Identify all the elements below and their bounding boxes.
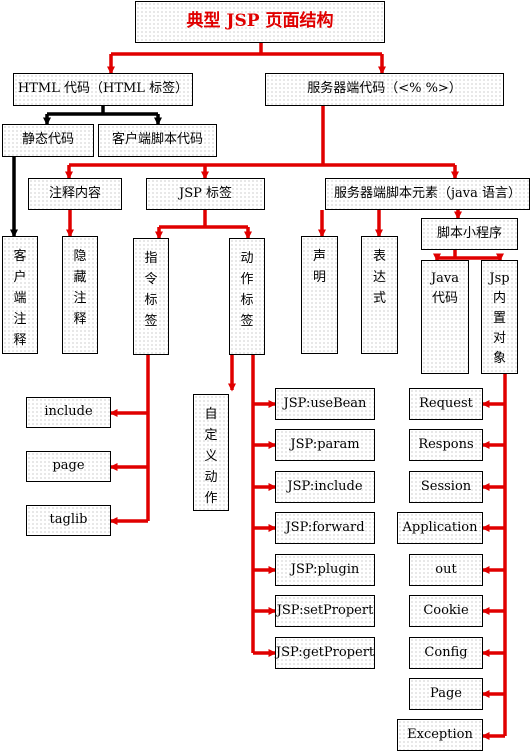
custom-action-char: 定 <box>204 428 218 443</box>
object-response: Respons <box>409 429 483 461</box>
jsp-builtin-line: 置 <box>492 311 506 326</box>
custom-action-node: 自定义动作 <box>193 394 229 511</box>
action-tag-char: 动 <box>240 251 254 266</box>
client-comment-char: 注 <box>13 312 27 327</box>
hidden-comment-node: 隐藏注释 <box>62 236 98 354</box>
expression-node: 表达式 <box>361 236 398 354</box>
action-setproperty: JSP:setPropert <box>275 595 375 627</box>
action-include: JSP:include <box>275 471 375 503</box>
client-comment-char: 客 <box>13 249 27 264</box>
object-page: Page <box>409 678 483 710</box>
object-out: out <box>409 554 483 586</box>
java-code-line: Java <box>430 271 460 286</box>
jsp-builtin-line: 内 <box>492 291 506 306</box>
custom-action-char: 自 <box>204 407 218 422</box>
directive-tag-char: 签 <box>144 314 158 329</box>
custom-action-char: 义 <box>204 449 218 464</box>
jsp-builtin-objects-node: Jsp 内置对象 <box>481 260 518 374</box>
action-forward: JSP:forward <box>275 512 375 544</box>
expression-char: 达 <box>372 270 386 285</box>
object-application: Application <box>397 512 483 544</box>
directive-tag-char: 指 <box>144 251 158 266</box>
client-comment-char: 释 <box>13 333 27 348</box>
jsp-builtin-line: 象 <box>492 351 506 366</box>
client-comment-char: 户 <box>13 270 27 285</box>
custom-action-char: 动 <box>204 470 218 485</box>
expression-char: 式 <box>372 291 386 306</box>
diagram-title: 典型 JSP 页面结构 <box>135 1 385 43</box>
java-code-node: Java 代码 <box>421 260 469 374</box>
action-tag-char: 签 <box>240 314 254 329</box>
action-plugin: JSP:plugin <box>275 554 375 586</box>
html-code-node: HTML 代码（HTML 标签） <box>13 73 193 106</box>
action-tag-char: 标 <box>240 293 254 308</box>
server-code-node: 服务器端代码（<% %>） <box>265 73 504 106</box>
action-param: JSP:param <box>275 429 375 461</box>
static-code-node: 静态代码 <box>2 124 94 157</box>
object-config: Config <box>409 637 483 669</box>
action-usebean: JSP:useBean <box>275 388 375 420</box>
action-tag-char: 作 <box>240 272 254 287</box>
directive-page: page <box>26 451 111 482</box>
expression-char: 表 <box>372 249 386 264</box>
object-session: Session <box>409 471 483 503</box>
hidden-comment-char: 释 <box>73 312 87 327</box>
directive-tag-node: 指令标签 <box>133 238 169 355</box>
hidden-comment-char: 藏 <box>73 270 87 285</box>
directive-tag-char: 令 <box>144 272 158 287</box>
client-comment-char: 端 <box>13 291 27 306</box>
scriptlet-node: 脚本小程序 <box>421 218 518 250</box>
client-script-node: 客户端脚本代码 <box>98 124 217 157</box>
declaration-node: 声明 <box>301 236 338 354</box>
jsp-tag-node: JSP 标签 <box>146 178 265 210</box>
jsp-builtin-line: 对 <box>492 331 506 346</box>
action-getproperty: JSP:getPropert <box>275 637 375 669</box>
server-script-element-node: 服务器端脚本元素（java 语言） <box>325 178 530 210</box>
directive-tag-char: 标 <box>144 293 158 308</box>
jsp-builtin-line: Jsp <box>489 271 510 286</box>
object-cookie: Cookie <box>409 595 483 627</box>
directive-taglib: taglib <box>26 505 111 536</box>
object-request: Request <box>409 388 483 420</box>
comment-content-node: 注释内容 <box>28 178 122 210</box>
object-exception: Exception <box>397 719 483 751</box>
java-code-line: 代码 <box>431 291 458 306</box>
custom-action-char: 作 <box>204 491 218 506</box>
directive-include: include <box>26 397 111 428</box>
hidden-comment-char: 注 <box>73 291 87 306</box>
action-tag-node: 动作标签 <box>229 238 265 355</box>
declaration-char: 声 <box>312 249 326 264</box>
hidden-comment-char: 隐 <box>73 249 87 264</box>
declaration-char: 明 <box>312 270 326 285</box>
client-comment-node: 客户端注释 <box>2 236 38 354</box>
